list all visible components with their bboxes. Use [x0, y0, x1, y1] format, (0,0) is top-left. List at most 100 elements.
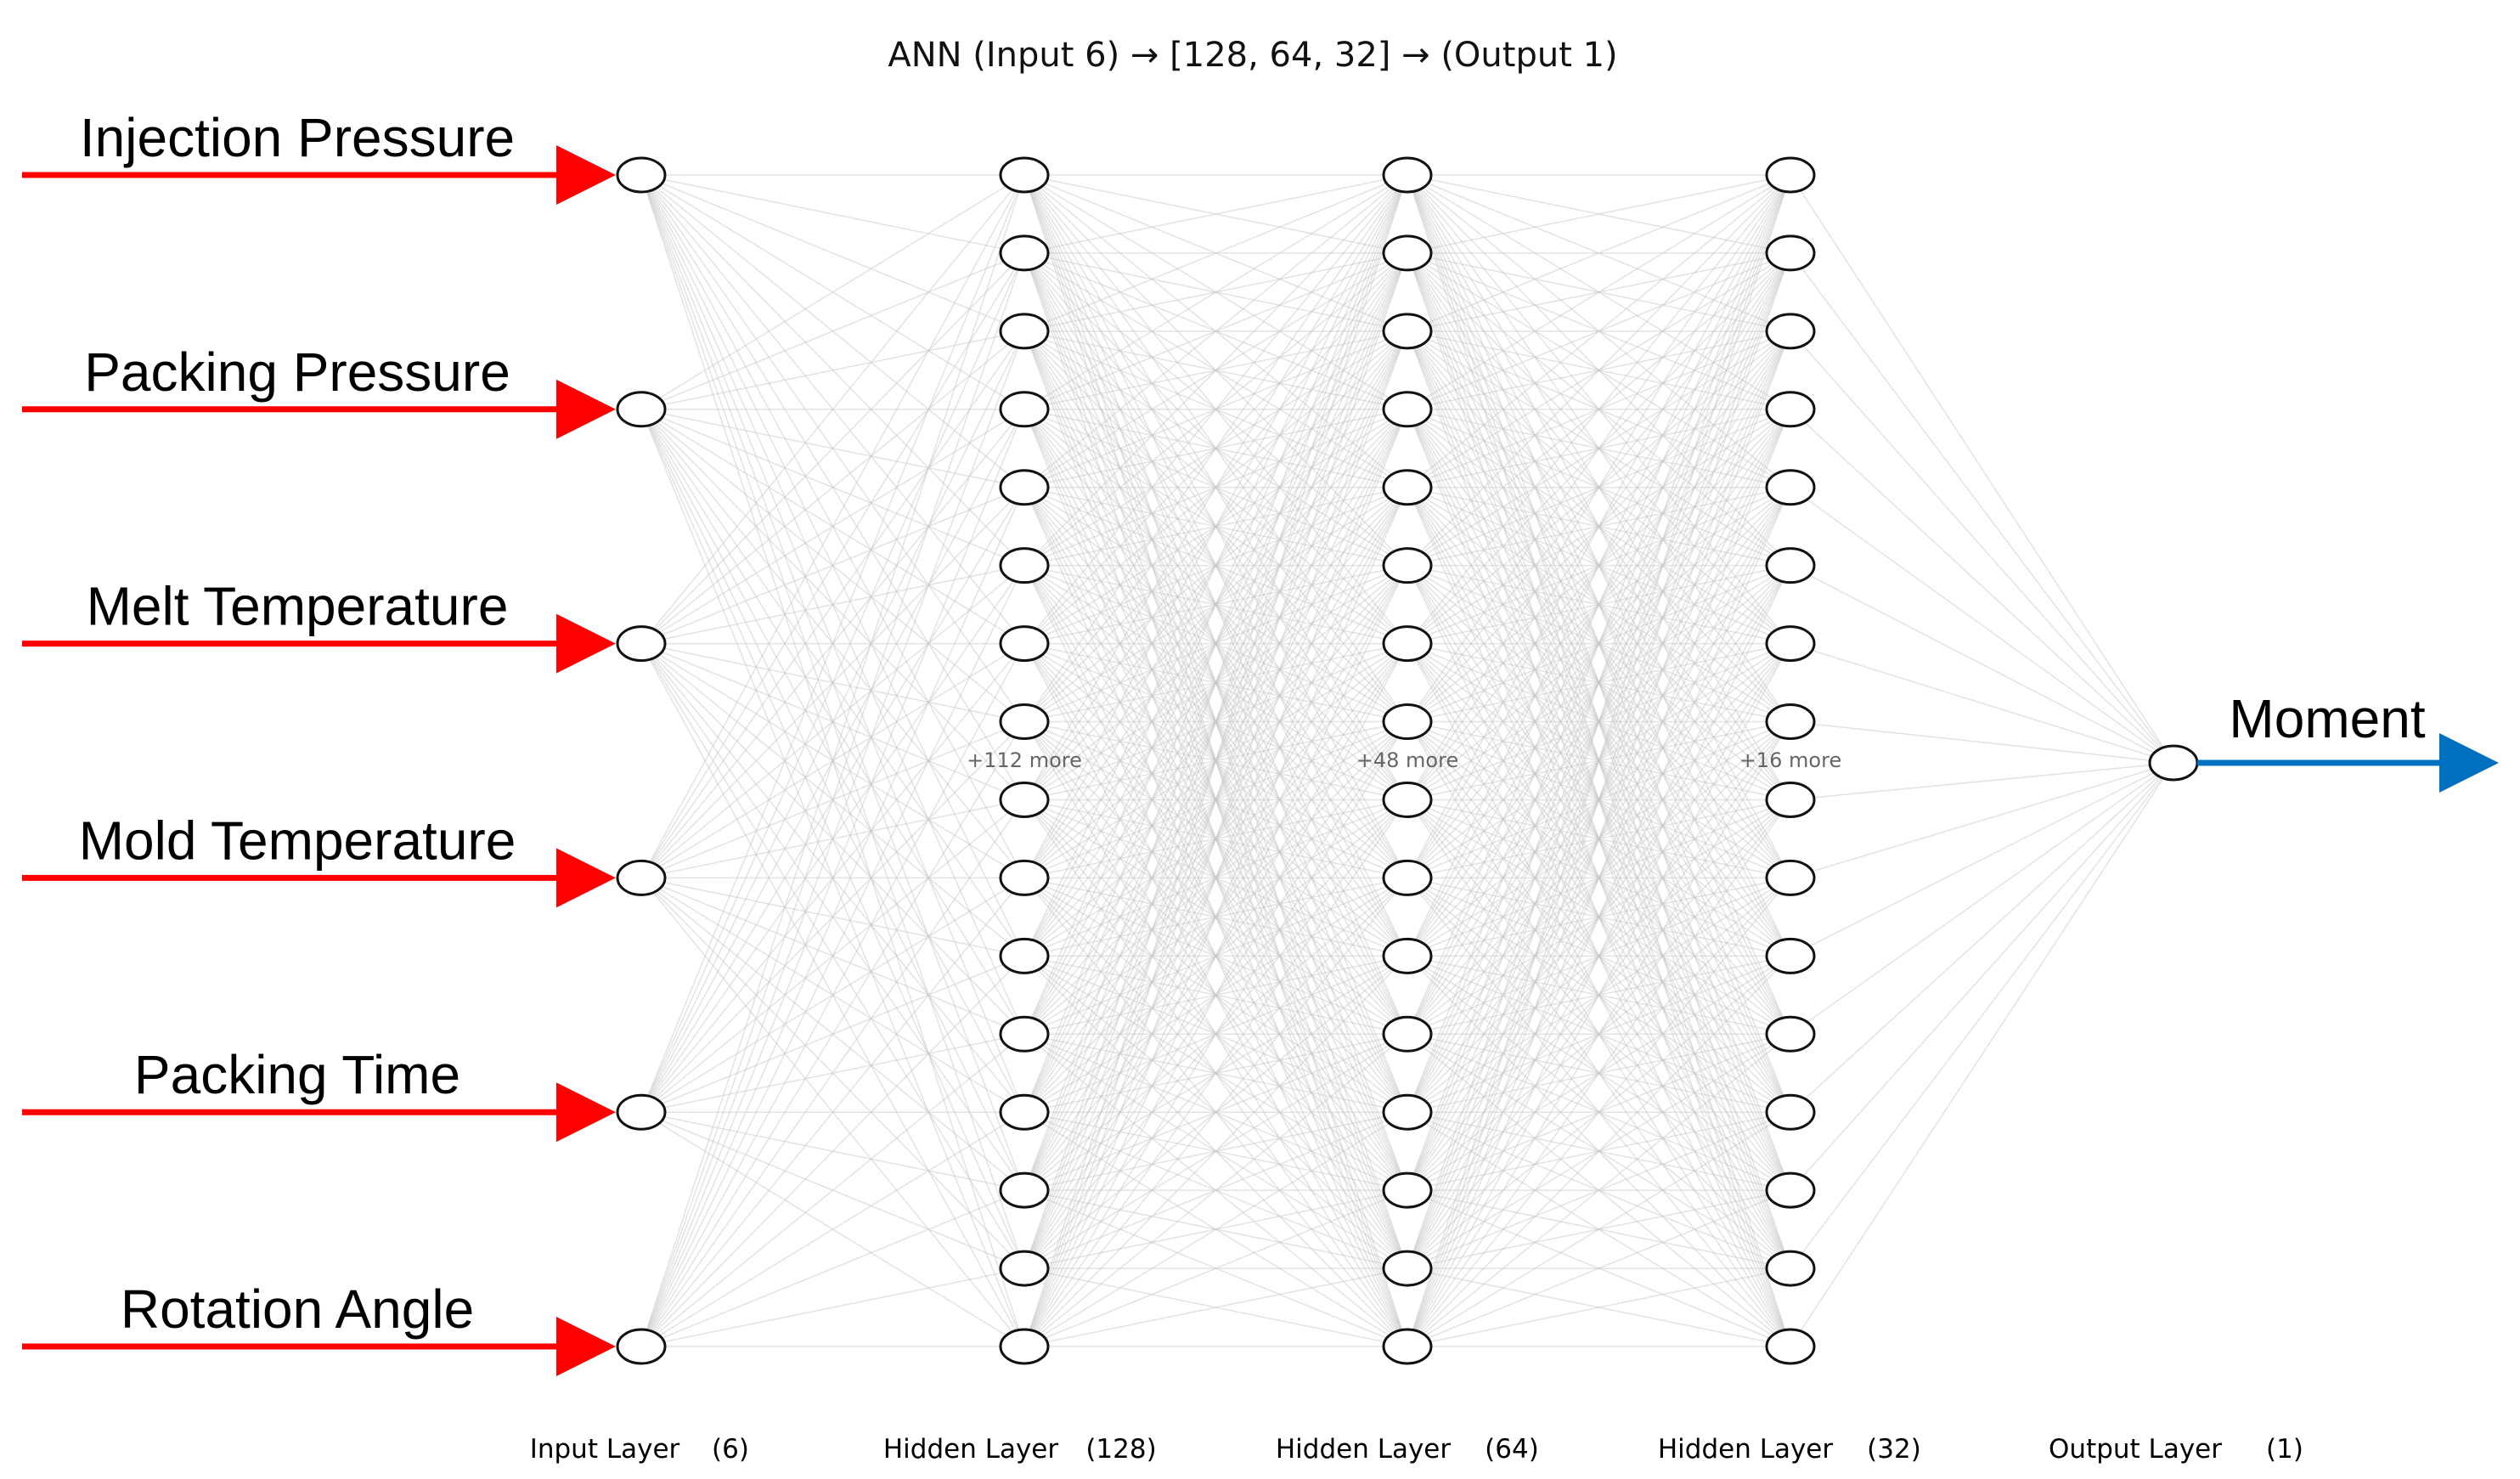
connection-line: [1023, 174, 1408, 567]
layer-count-caption: (64): [1485, 1434, 1539, 1465]
connection-line: [640, 799, 1025, 1347]
neuron-node: [1382, 625, 1433, 663]
neuron-node: [1765, 1093, 1816, 1131]
neuron-node: [1765, 781, 1816, 818]
connection-line: [1790, 330, 2174, 764]
connection-line: [1790, 762, 2174, 1269]
connection-line: [1407, 1033, 1791, 1347]
connection-line: [1407, 174, 1791, 957]
neuron-node: [1382, 234, 1433, 272]
connection-line: [640, 174, 1025, 332]
connection-line: [1407, 174, 1791, 488]
neuron-node: [999, 469, 1050, 506]
connection-line: [1790, 642, 2174, 764]
layer-count-caption: (1): [2266, 1434, 2303, 1465]
connection-line: [1790, 564, 2174, 764]
connection-line: [640, 330, 1025, 645]
connection-line: [640, 1111, 1025, 1347]
connection-line: [1407, 174, 1791, 410]
connection-line: [1790, 762, 2174, 1191]
connection-line: [1023, 174, 1408, 488]
hidden-neurons-more-label: +112 more: [967, 748, 1082, 772]
layer-name-caption: Hidden Layer: [883, 1434, 1059, 1465]
layer-count-caption: (6): [712, 1434, 749, 1465]
neuron-node: [1382, 156, 1433, 194]
connection-line: [1790, 762, 2174, 1113]
connection-line: [1023, 174, 1408, 645]
connection-line: [1023, 565, 1408, 1347]
neuron-node: [1765, 313, 1816, 350]
connection-line: [640, 252, 1025, 410]
neuron-node: [999, 547, 1050, 584]
connection-line: [1407, 1189, 1791, 1347]
input-feature-label: Melt Temperature: [87, 576, 509, 637]
connection-line: [640, 409, 1025, 1347]
connection-line: [1407, 1267, 1791, 1347]
layer-name-caption: Output Layer: [2049, 1434, 2222, 1465]
connection-line: [1790, 174, 2174, 764]
connection-line: [640, 174, 1025, 410]
neuron-node: [999, 781, 1050, 818]
connection-line: [1023, 174, 1408, 254]
neuron-node: [1765, 1328, 1816, 1365]
connection-line: [640, 877, 1025, 1347]
neuron-node: [999, 391, 1050, 428]
hidden-neurons-more-label: +48 more: [1356, 748, 1458, 772]
neuron-node: [1765, 625, 1816, 663]
connection-line: [1790, 762, 2174, 879]
connection-line: [1023, 174, 1408, 722]
connection-line: [1023, 252, 1408, 1347]
neuron-node: [1765, 937, 1816, 974]
connection-line: [1407, 174, 1791, 1191]
neuron-node: [999, 156, 1050, 194]
connection-line: [1407, 174, 1791, 567]
connection-line: [1023, 174, 1408, 410]
connection-line: [640, 252, 1025, 645]
neuron-node: [1382, 859, 1433, 896]
layer-name-caption: Hidden Layer: [1276, 1434, 1452, 1465]
neuron-node: [1765, 859, 1816, 896]
neuron-node: [1382, 1328, 1433, 1365]
connection-line: [640, 643, 1025, 1347]
connection-line: [1407, 1111, 1791, 1347]
connection-line: [1023, 409, 1408, 1347]
neuron-node: [1382, 469, 1433, 506]
neuron-node: [616, 625, 667, 663]
connection-line: [1790, 409, 2174, 764]
connection-line: [1023, 174, 1408, 1035]
connection-line: [1407, 174, 1791, 332]
neuron-node: [1382, 781, 1433, 818]
input-feature-label: Packing Pressure: [84, 342, 510, 403]
connection-line: [1407, 721, 1791, 1347]
neurons-group: [616, 156, 2199, 1365]
connection-line: [1407, 174, 1791, 254]
output-label: Moment: [2229, 688, 2425, 749]
connection-line: [1023, 330, 1408, 1347]
connection-line: [1023, 877, 1408, 1347]
neuron-node: [616, 391, 667, 428]
input-feature-label: Rotation Angle: [121, 1279, 474, 1340]
connection-line: [1790, 252, 2174, 764]
neuron-node: [1382, 547, 1433, 584]
connection-line: [1023, 174, 1408, 1113]
connection-line: [1407, 174, 1791, 722]
connection-line: [640, 252, 1025, 1347]
connection-line: [1790, 487, 2174, 764]
neuron-node: [1382, 1015, 1433, 1053]
connection-line: [1023, 174, 1408, 878]
connection-line: [1023, 174, 1408, 1269]
neuron-node: [1765, 234, 1816, 272]
connection-line: [1023, 1111, 1408, 1347]
connection-line: [1023, 1033, 1408, 1347]
connection-line: [1407, 330, 1791, 1347]
more-labels-group: +112 more+48 more+16 more: [967, 748, 1841, 772]
connection-line: [1407, 643, 1791, 1347]
connection-line: [640, 174, 1025, 254]
connection-line: [1407, 174, 1791, 800]
connection-line: [1407, 877, 1791, 1347]
neuron-node: [999, 234, 1050, 272]
connection-line: [640, 1033, 1025, 1347]
neuron-node: [616, 1328, 667, 1365]
